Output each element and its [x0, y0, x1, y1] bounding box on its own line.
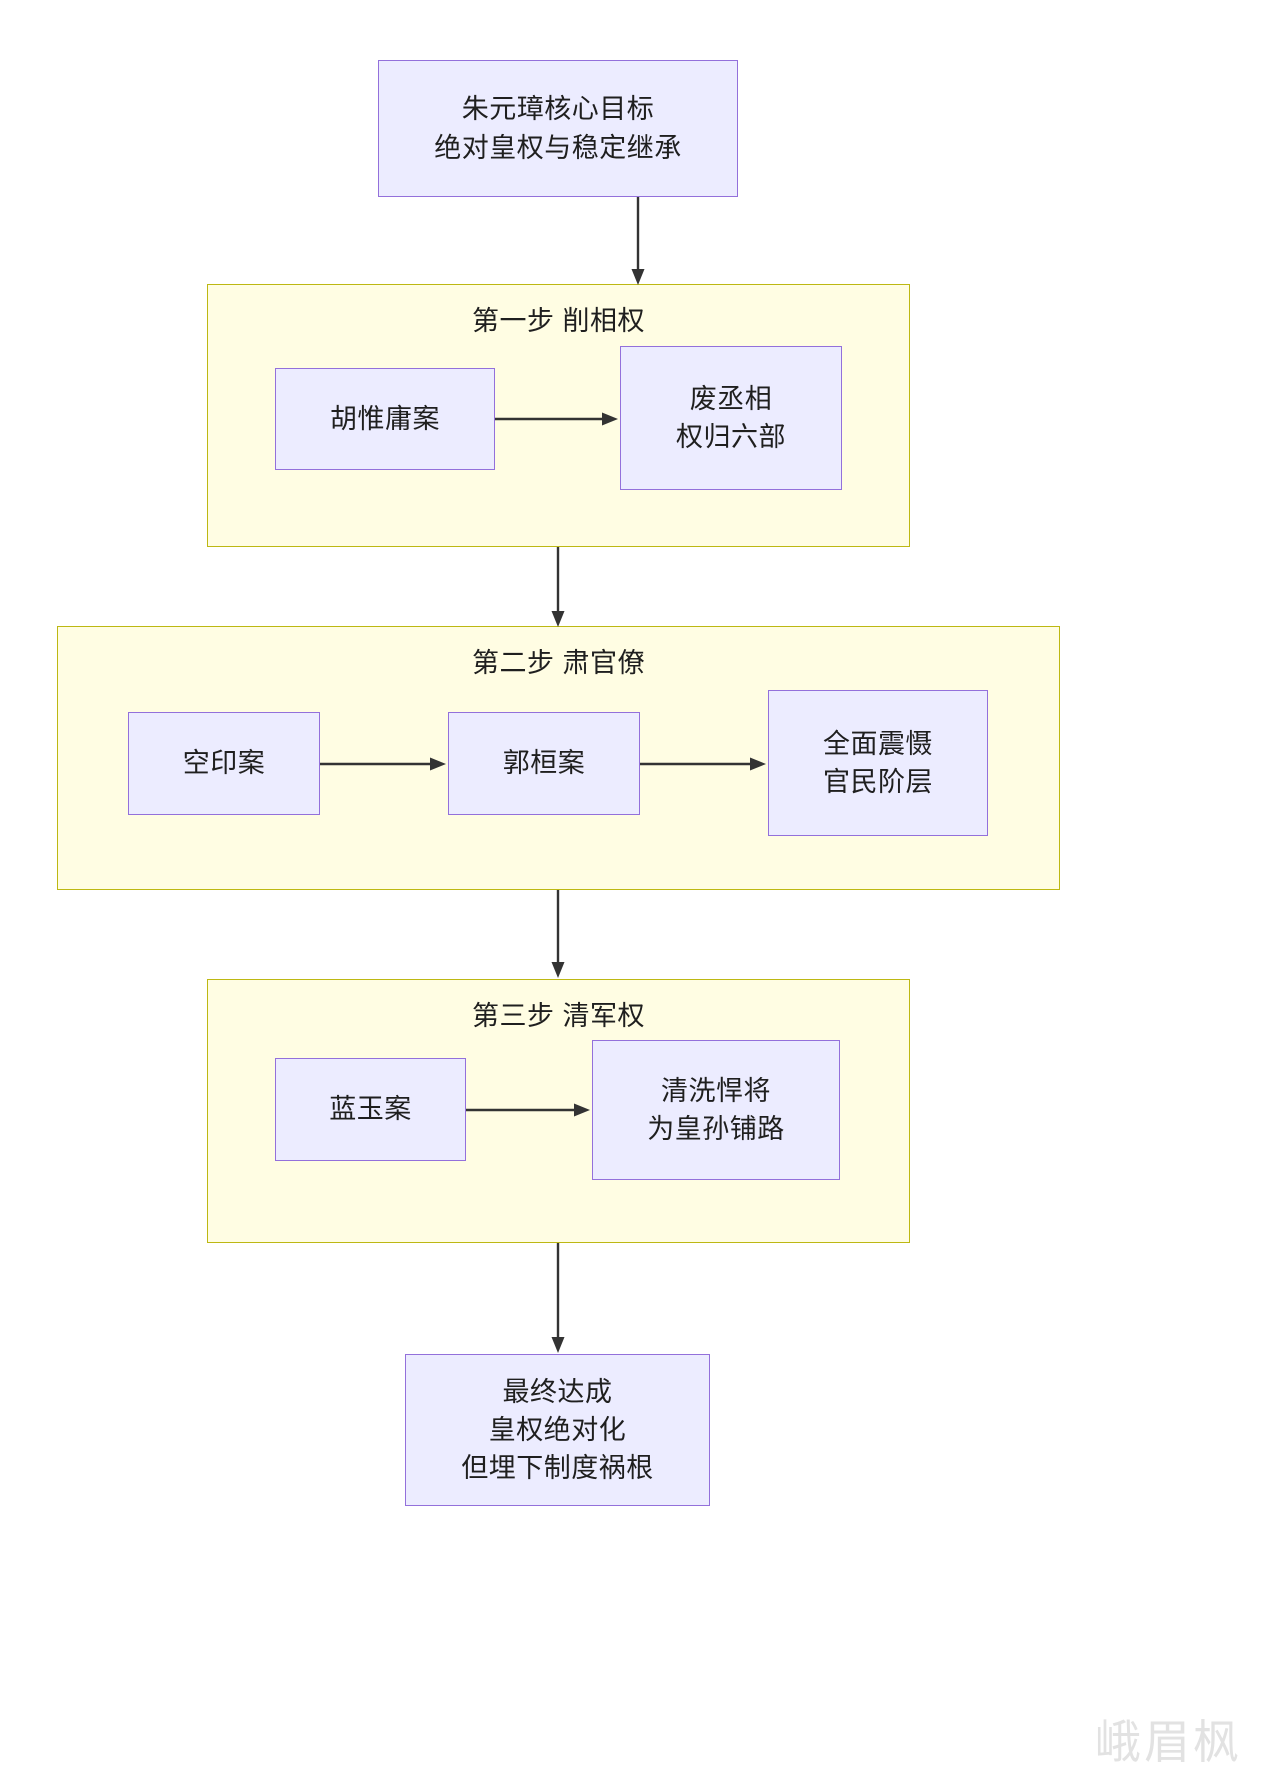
- node-hu-case[interactable]: 胡惟庸案: [275, 368, 495, 470]
- node-lanyu-case[interactable]: 蓝玉案: [275, 1058, 466, 1161]
- edge-step2-to-step3: [550, 890, 566, 980]
- cluster-step2-title: 第二步 肃官僚: [471, 648, 645, 678]
- node-blank-seal-case-line-1: 空印案: [182, 748, 266, 779]
- node-guohuan-case-line-1: 郭桓案: [502, 748, 586, 779]
- edge-lanyu-to-purge: [466, 1102, 592, 1118]
- node-final-outcome[interactable]: 最终达成 皇权绝对化 但埋下制度祸根: [405, 1354, 710, 1506]
- edge-step3-to-outcome: [550, 1243, 566, 1355]
- node-guohuan-case[interactable]: 郭桓案: [448, 712, 640, 815]
- node-abolish-chancellor-line-2: 权归六部: [676, 422, 786, 452]
- node-total-deterrence-line-1: 全面震慑: [823, 728, 933, 759]
- node-final-outcome-line-1: 最终达成: [502, 1376, 613, 1407]
- node-purge-generals-line-1: 清洗悍将: [661, 1075, 771, 1106]
- node-blank-seal-case[interactable]: 空印案: [128, 712, 320, 815]
- node-goal[interactable]: 朱元璋核心目标 绝对皇权与稳定继承: [378, 60, 738, 197]
- node-abolish-chancellor[interactable]: 废丞相 权归六部: [620, 346, 842, 490]
- edge-step1-to-step2: [550, 547, 566, 629]
- edge-hu-to-abolish: [495, 411, 620, 427]
- edge-blankseal-to-guohuan: [320, 756, 448, 772]
- node-goal-line-1: 朱元璋核心目标: [461, 94, 655, 125]
- node-abolish-chancellor-line-1: 废丞相: [689, 383, 773, 414]
- node-hu-case-line-1: 胡惟庸案: [330, 403, 440, 434]
- node-final-outcome-line-2: 皇权绝对化: [488, 1414, 627, 1445]
- cluster-step1-title: 第一步 削相权: [471, 306, 645, 336]
- edge-goal-to-step1: [630, 197, 646, 287]
- node-final-outcome-line-3: 但埋下制度祸根: [461, 1453, 654, 1484]
- node-total-deterrence-line-2: 官民阶层: [823, 767, 933, 797]
- edge-guohuan-to-deterrence: [640, 756, 768, 772]
- node-total-deterrence[interactable]: 全面震慑 官民阶层: [768, 690, 988, 836]
- cluster-step3-title: 第三步 清军权: [471, 1001, 645, 1031]
- node-goal-line-2: 绝对皇权与稳定继承: [434, 132, 682, 163]
- node-purge-generals[interactable]: 清洗悍将 为皇孙铺路: [592, 1040, 840, 1180]
- watermark-text: 峨眉枫: [1095, 1716, 1242, 1768]
- node-lanyu-case-line-1: 蓝玉案: [329, 1094, 412, 1125]
- node-purge-generals-line-2: 为皇孙铺路: [647, 1114, 785, 1144]
